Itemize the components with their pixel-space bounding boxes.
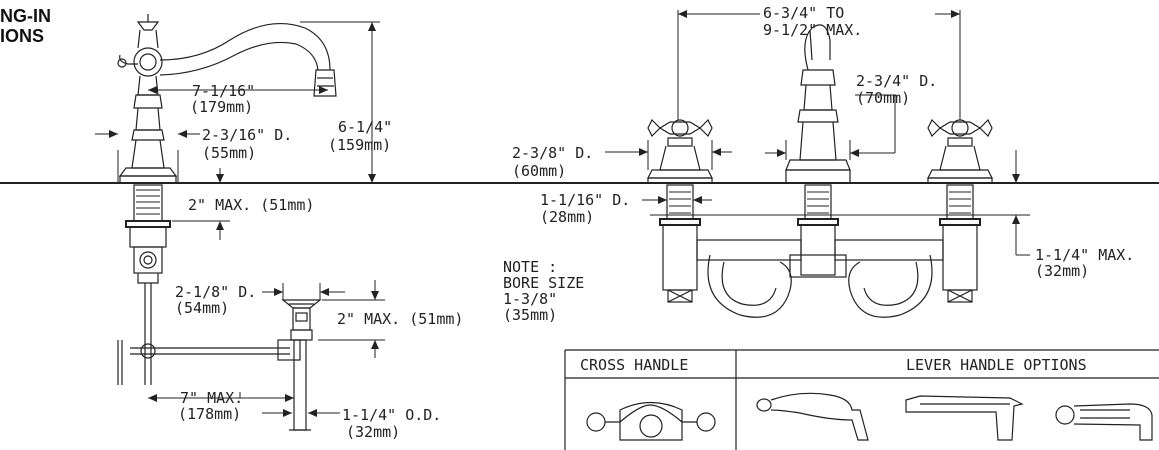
note-line-2: 1-3/8" xyxy=(503,290,557,308)
lever-handle-header: LEVER HANDLE OPTIONS xyxy=(906,356,1087,374)
lever-handle-icon-1 xyxy=(756,392,869,441)
heading-line-2: IONS xyxy=(0,26,45,46)
shank-diameter-label: 1-1/16" D. xyxy=(540,191,630,209)
drain-reach-label: 7" MAX. xyxy=(180,389,243,407)
heading-line-1: NG-IN xyxy=(0,6,51,26)
lever-handle-icon-3 xyxy=(1055,403,1153,441)
shank-max-label: 2" MAX. (51mm) xyxy=(188,196,314,214)
base-diameter-mm-label: (55mm) xyxy=(202,144,256,162)
shank-diameter-mm-label: (28mm) xyxy=(540,208,594,226)
drain-max-label: 2" MAX. (51mm) xyxy=(337,310,463,328)
handle-base-diameter-label: 2-3/8" D. xyxy=(512,144,593,162)
spout-height-mm-label: (159mm) xyxy=(328,136,391,154)
right-dimension-lines xyxy=(605,10,1030,256)
lever-handle-icon-2 xyxy=(905,395,1024,441)
front-view-faucet xyxy=(647,24,993,318)
spout-base-diameter-label: 2-3/4" D. xyxy=(856,72,937,90)
cross-handle-icon xyxy=(586,401,716,441)
pop-up-drain xyxy=(277,299,322,431)
handle-options-table xyxy=(564,349,1159,450)
centers-max-label: 9-1/2" MAX. xyxy=(763,21,862,39)
base-diameter-label: 2-3/16" D. xyxy=(202,126,292,144)
drain-reach-mm-label: (178mm) xyxy=(178,405,241,423)
spout-reach-mm-label: (179mm) xyxy=(190,98,253,116)
cross-handle-header: CROSS HANDLE xyxy=(580,356,688,374)
note-line-3: (35mm) xyxy=(503,306,557,324)
deck-max-mm-label: (32mm) xyxy=(1035,262,1089,280)
spout-base-diameter-mm-label: (70mm) xyxy=(856,89,910,107)
spout-height-label: 6-1/4" xyxy=(338,118,392,136)
handle-base-diameter-mm-label: (60mm) xyxy=(512,162,566,180)
spout-reach-label: 7-1/16" xyxy=(192,82,255,100)
left-dimension-lines xyxy=(95,21,385,417)
drain-diameter-mm-label: (54mm) xyxy=(175,299,229,317)
centers-label: 6-3/4" TO xyxy=(763,4,844,22)
tail-od-label: 1-1/4" O.D. xyxy=(342,406,441,424)
side-view-faucet xyxy=(117,14,337,385)
tail-od-mm-label: (32mm) xyxy=(346,423,400,441)
drain-diameter-label: 2-1/8" D. xyxy=(175,283,256,301)
note-title: NOTE : xyxy=(503,258,557,276)
note-line-1: BORE SIZE xyxy=(503,274,584,292)
deck-max-label: 1-1/4" MAX. xyxy=(1035,246,1134,264)
